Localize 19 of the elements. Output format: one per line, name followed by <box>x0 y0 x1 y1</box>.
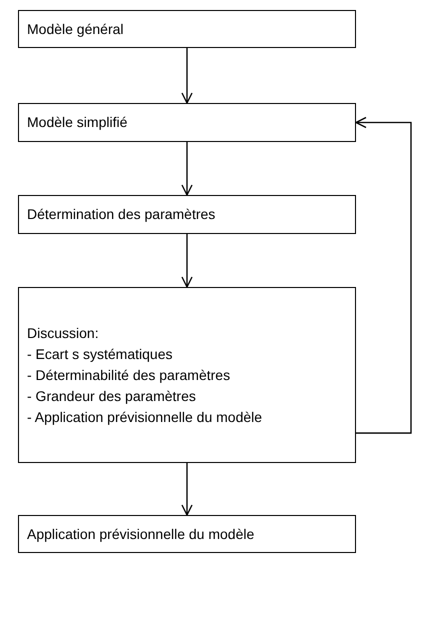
box-label: Modèle général <box>27 20 125 39</box>
process-box <box>18 10 356 48</box>
list-item: - Grandeur des paramètres <box>27 386 197 406</box>
process-box <box>18 195 356 234</box>
list-item: - Application prévisionnelle du modèle <box>27 408 264 427</box>
arrow <box>181 48 193 104</box>
box-label: Modèle simplifié <box>27 113 128 132</box>
process-box <box>18 103 356 142</box>
process-box <box>18 515 356 553</box>
list-item: - Déterminabilité des paramètres <box>27 366 232 385</box>
box-label: Application prévisionnelle du modèle <box>27 524 256 544</box>
arrow <box>181 463 193 516</box>
arrow <box>181 234 193 288</box>
arrow <box>355 116 412 434</box>
list-item: - Ecart s systématiques <box>27 344 174 364</box>
arrow <box>181 142 193 196</box>
box-label: Détermination des paramètres <box>27 205 216 224</box>
heading: Discussion: <box>27 324 100 342</box>
process-box <box>18 287 356 463</box>
